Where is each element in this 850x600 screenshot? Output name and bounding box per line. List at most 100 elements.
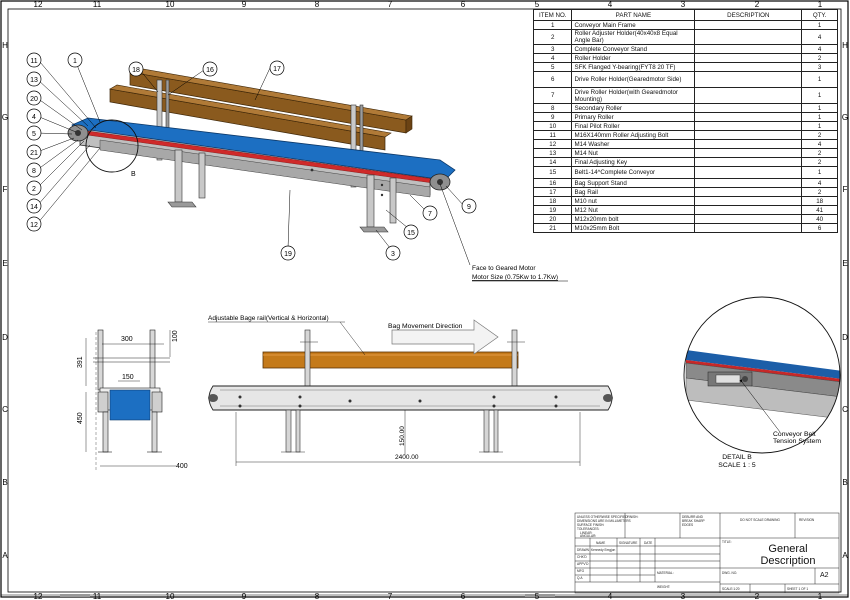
bom-item-no: 13 <box>532 148 573 158</box>
bom-qty: 2 <box>801 187 838 197</box>
bom-qty: 4 <box>801 139 838 149</box>
bag-rail-front-top <box>109 84 392 138</box>
tb-deburr: BREAK SHARP <box>682 519 705 523</box>
motor-note-line2: Motor Size (0.75Kw to 1.7Kw) <box>472 274 558 281</box>
tb-col-date: DATE <box>644 541 652 545</box>
bom-part-name: M12x20mm bolt <box>571 214 696 224</box>
tb-note: UNLESS OTHERWISE SPECIFIED: <box>577 515 629 519</box>
tb-revision: REVISION <box>799 518 815 522</box>
bom-item-no: 14 <box>532 157 573 167</box>
bom-item-no: 9 <box>532 112 573 122</box>
title-block <box>574 512 840 594</box>
bom-item-no: 15 <box>532 166 573 179</box>
bom-qty: 4 <box>801 29 838 45</box>
tb-deburr: EDGES <box>682 523 693 527</box>
dim-2400: 2400.00 <box>395 454 419 461</box>
detail-b-circle <box>85 119 139 173</box>
tb-dwg-no: DWG. NO. <box>722 571 737 575</box>
left-zone-letters: H G F E D C B A <box>2 41 8 560</box>
bom-description <box>694 71 803 88</box>
dim-300: 300 <box>121 336 133 343</box>
end-view <box>93 329 170 470</box>
svg-text:2: 2 <box>32 186 36 193</box>
bom-part-name: M10x25mm Bolt <box>571 223 696 233</box>
bom-qty: 40 <box>801 214 838 224</box>
balloon: 2 <box>26 180 42 196</box>
zone-letter: C <box>2 405 8 414</box>
tb-note: SURFACE FINISH: <box>577 523 604 527</box>
bom-description <box>694 87 803 104</box>
bom-part-name: Bag Rail <box>571 187 696 197</box>
detail-scale: SCALE 1 : 5 <box>718 462 756 469</box>
bom-description <box>694 178 803 188</box>
tb-col-name: NAME <box>596 541 605 545</box>
bom-item-no: 11 <box>532 130 573 140</box>
bom-item-no: 6 <box>532 71 573 88</box>
tb-finish: FINISH: <box>627 515 638 519</box>
zone-number: 4 <box>608 0 613 9</box>
right-zone-letters: H G F E D C B A <box>842 41 848 560</box>
zone-letter: F <box>843 185 848 194</box>
svg-text:3: 3 <box>391 251 395 258</box>
svg-text:13: 13 <box>30 77 38 84</box>
bom-item-no: 1 <box>532 20 573 30</box>
tb-note: LINEAR: <box>580 531 593 535</box>
bom-description <box>694 157 803 167</box>
bom-part-name: Belt1-14^Complete Conveyor <box>571 166 696 179</box>
tb-row-drawn: DRAWN <box>577 548 590 552</box>
balloon: 14 <box>26 198 42 214</box>
zone-number: 3 <box>681 592 686 600</box>
zone-number: 10 <box>166 0 175 9</box>
svg-text:19: 19 <box>284 251 292 258</box>
zone-letter: D <box>842 333 848 342</box>
tb-row-mfg: MFG <box>577 569 585 573</box>
zone-letter: B <box>2 478 7 487</box>
zone-number: 3 <box>681 0 686 9</box>
bom-item-no: 21 <box>532 223 573 233</box>
zone-number: 5 <box>535 592 540 600</box>
bom-description <box>694 62 803 72</box>
drawing-title: General Description <box>748 543 828 567</box>
bom-part-name: Complete Conveyor Stand <box>571 44 696 54</box>
bom-qty: 2 <box>801 148 838 158</box>
bag-rail-back-end <box>405 115 413 134</box>
bom-qty: 4 <box>801 178 838 188</box>
tb-row-appvd: APPV'D <box>577 562 589 566</box>
bom-qty: 4 <box>801 44 838 54</box>
detail-b-letter: B <box>131 171 136 178</box>
movement-label: Bag Movement Direction <box>388 323 463 330</box>
tb-sheet: SHEET 1 OF 1 <box>787 587 808 591</box>
zone-number: 6 <box>461 0 466 9</box>
dim-100: 100 <box>172 330 179 342</box>
svg-text:11: 11 <box>30 58 37 65</box>
zone-number: 9 <box>242 0 247 9</box>
bom-qty: 2 <box>801 157 838 167</box>
zone-number: 7 <box>388 0 393 9</box>
conveyor-frame-lower <box>99 139 431 198</box>
bom-part-name: Final Pilot Roller <box>571 121 696 131</box>
bom-header-description: DESCRIPTION <box>694 9 803 21</box>
bom-description <box>694 196 803 206</box>
balloon: 9 <box>461 198 477 214</box>
bom-description <box>694 187 803 197</box>
bom-description <box>694 223 803 233</box>
bom-item-no: 10 <box>532 121 573 131</box>
bom-qty: 18 <box>801 196 838 206</box>
isometric-view: B 11 13 1 20 4 <box>26 52 568 282</box>
dim-400: 400 <box>176 463 188 470</box>
tb-do-not-scale: DO NOT SCALE DRAWING <box>740 518 780 522</box>
bom-description <box>694 148 803 158</box>
svg-text:18: 18 <box>132 67 140 74</box>
bom-header-row: ITEM NO. PART NAME DESCRIPTION QTY. <box>532 9 838 21</box>
bag-support-stands <box>156 79 364 188</box>
